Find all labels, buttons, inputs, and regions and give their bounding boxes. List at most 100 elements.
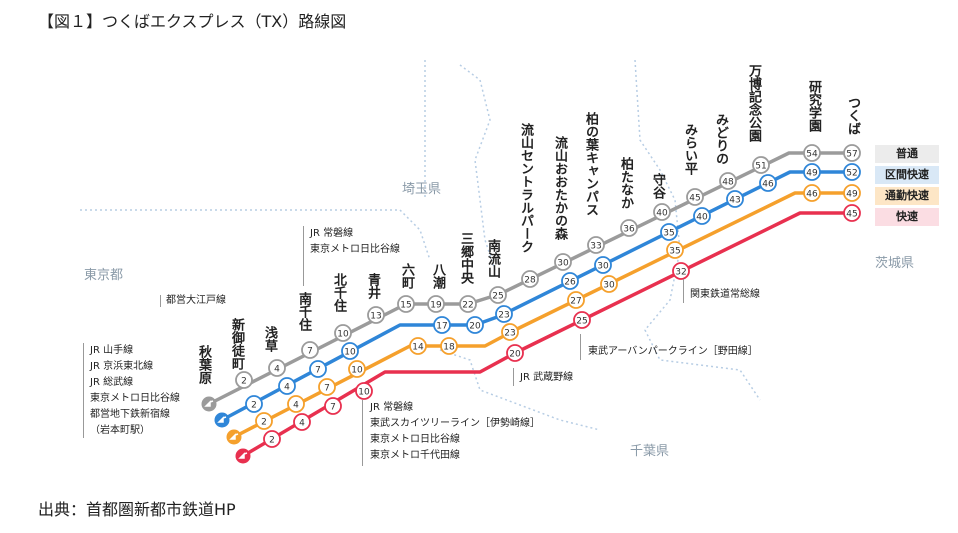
stop-minutes-label: 4 [284, 383, 290, 393]
station-name: 八潮 [430, 263, 445, 289]
stop-semi_rapid: 17 [433, 316, 451, 334]
stop-minutes-label: 32 [675, 268, 686, 278]
connections-kita-senju: JR 常磐線 東武スカイツリーライン［伊勢崎線］ 東京メトロ日比谷線 東京メトロ… [370, 400, 540, 464]
station-name: 柏の葉キャンパス [583, 112, 598, 216]
connection-line: JR 京浜東北線 [90, 361, 154, 372]
stop-minutes-label: 25 [492, 292, 503, 302]
stop-normal: 10 [334, 324, 352, 342]
stop-normal: 30 [554, 253, 572, 271]
stop-normal: 13 [367, 306, 385, 324]
stop-minutes-label: 33 [590, 242, 601, 252]
stop-semi_rapid: 49 [803, 163, 821, 181]
stop-commuter_rapid: 2 [255, 412, 273, 430]
connection-line: 東京メトロ日比谷線 [310, 244, 400, 255]
stop-minutes-label: 15 [400, 301, 411, 311]
stop-minutes-label: 23 [504, 329, 515, 339]
connection-bracket-kita-senju [362, 400, 363, 466]
stop-minutes-label: 52 [846, 169, 857, 179]
connection-bracket-akihabara [83, 343, 84, 438]
connection-bracket-minami-nagareyama [513, 368, 514, 386]
stop-normal: 22 [459, 295, 477, 313]
connection-line: JR 総武線 [90, 377, 134, 388]
station-name: 流山セントラルパーク [518, 123, 533, 253]
stop-minutes-label: 57 [846, 150, 857, 160]
stop-minutes-label: 54 [806, 150, 818, 160]
stop-semi_rapid: 30 [594, 256, 612, 274]
stop-commuter_rapid: 14 [409, 337, 427, 355]
stop-minutes-label: 7 [330, 403, 336, 413]
terminal-marker-normal [201, 396, 217, 412]
stop-commuter_rapid: 4 [287, 395, 305, 413]
station-name: 守谷 [650, 173, 665, 199]
region-tokyo: 東京都 [84, 268, 124, 283]
region-chiba: 千葉県 [630, 444, 670, 459]
region-ibaraki: 茨城県 [875, 256, 915, 271]
connection-line: 東京メトロ日比谷線 [90, 393, 180, 404]
prefecture-borders [80, 59, 761, 431]
stop-normal: 40 [653, 203, 671, 221]
stop-minutes-label: 13 [370, 312, 381, 322]
station-name: 柏たなか [618, 157, 633, 209]
stop-normal: 36 [620, 219, 638, 237]
stop-minutes-label: 20 [469, 322, 481, 332]
stop-minutes-label: 30 [603, 281, 615, 291]
legend-commuter-rapid: 通勤快速 [875, 187, 939, 205]
stop-minutes-label: 51 [755, 162, 766, 172]
stop-minutes-label: 36 [623, 225, 635, 235]
region-saitama: 埼玉県 [402, 182, 442, 197]
station-name: 新御徒町 [229, 318, 244, 370]
stop-normal: 19 [427, 295, 445, 313]
connection-bracket-moriya [683, 279, 684, 303]
stop-semi_rapid: 52 [843, 163, 861, 181]
stop-commuter_rapid: 23 [501, 323, 519, 341]
stop-rapid: 20 [506, 344, 524, 362]
stop-minutes-label: 30 [557, 259, 569, 269]
stop-semi_rapid: 4 [278, 377, 296, 395]
connection-line: JR 武蔵野線 [520, 372, 574, 383]
stop-minutes-label: 48 [722, 178, 734, 188]
stop-normal: 15 [397, 295, 415, 313]
stop-minutes-label: 35 [663, 229, 674, 239]
stop-semi_rapid: 7 [309, 360, 327, 378]
stop-minutes-label: 28 [524, 276, 536, 286]
stop-rapid: 10 [355, 382, 373, 400]
station-name: 流山おおたかの森 [552, 136, 567, 240]
connection-line: 東武スカイツリーライン［伊勢崎線］ [370, 418, 540, 429]
stop-normal: 51 [752, 156, 770, 174]
stop-minutes-label: 45 [846, 210, 857, 220]
stop-minutes-label: 26 [564, 278, 576, 288]
stop-commuter_rapid: 46 [803, 184, 821, 202]
stop-semi_rapid: 40 [693, 207, 711, 225]
stop-minutes-label: 2 [269, 436, 275, 446]
stop-rapid: 45 [843, 204, 861, 222]
stop-normal: 33 [587, 236, 605, 254]
stop-commuter_rapid: 35 [666, 241, 684, 259]
stop-minutes-label: 4 [274, 365, 280, 375]
stop-minutes-label: 18 [443, 343, 455, 353]
stop-minutes-label: 46 [806, 190, 818, 200]
stop-semi_rapid: 10 [341, 342, 359, 360]
stop-minutes-label: 7 [307, 347, 313, 357]
legend-semi-rapid: 区間快速 [875, 166, 939, 184]
connection-line: 東武アーバンパークライン［野田線］ [588, 346, 758, 357]
stop-semi_rapid: 2 [245, 395, 263, 413]
stop-normal: 57 [843, 144, 861, 162]
stop-minutes-label: 4 [299, 419, 305, 429]
connection-line: 東京メトロ日比谷線 [370, 434, 460, 445]
stop-minutes-label: 20 [509, 350, 521, 360]
stop-minutes-label: 40 [656, 209, 668, 219]
connections-otakanomori: 東武アーバンパークライン［野田線］ [588, 344, 758, 360]
legend-normal: 普通 [875, 145, 939, 163]
stop-minutes-label: 10 [344, 348, 356, 358]
stop-minutes-label: 17 [436, 322, 447, 332]
connections-akihabara: JR 山手線 JR 京浜東北線 JR 総武線 東京メトロ日比谷線 都営地下鉄新宿… [90, 343, 180, 439]
stop-minutes-label: 14 [412, 343, 424, 353]
stop-minutes-label: 22 [462, 301, 473, 311]
station-name: みどりの [713, 113, 728, 165]
station-name: 研究学園 [806, 80, 821, 132]
connections-shin-okachimachi: 都営大江戸線 [166, 293, 226, 309]
stop-rapid: 32 [672, 262, 690, 280]
connection-line: JR 常磐線 [310, 228, 354, 239]
stop-rapid: 4 [293, 413, 311, 431]
